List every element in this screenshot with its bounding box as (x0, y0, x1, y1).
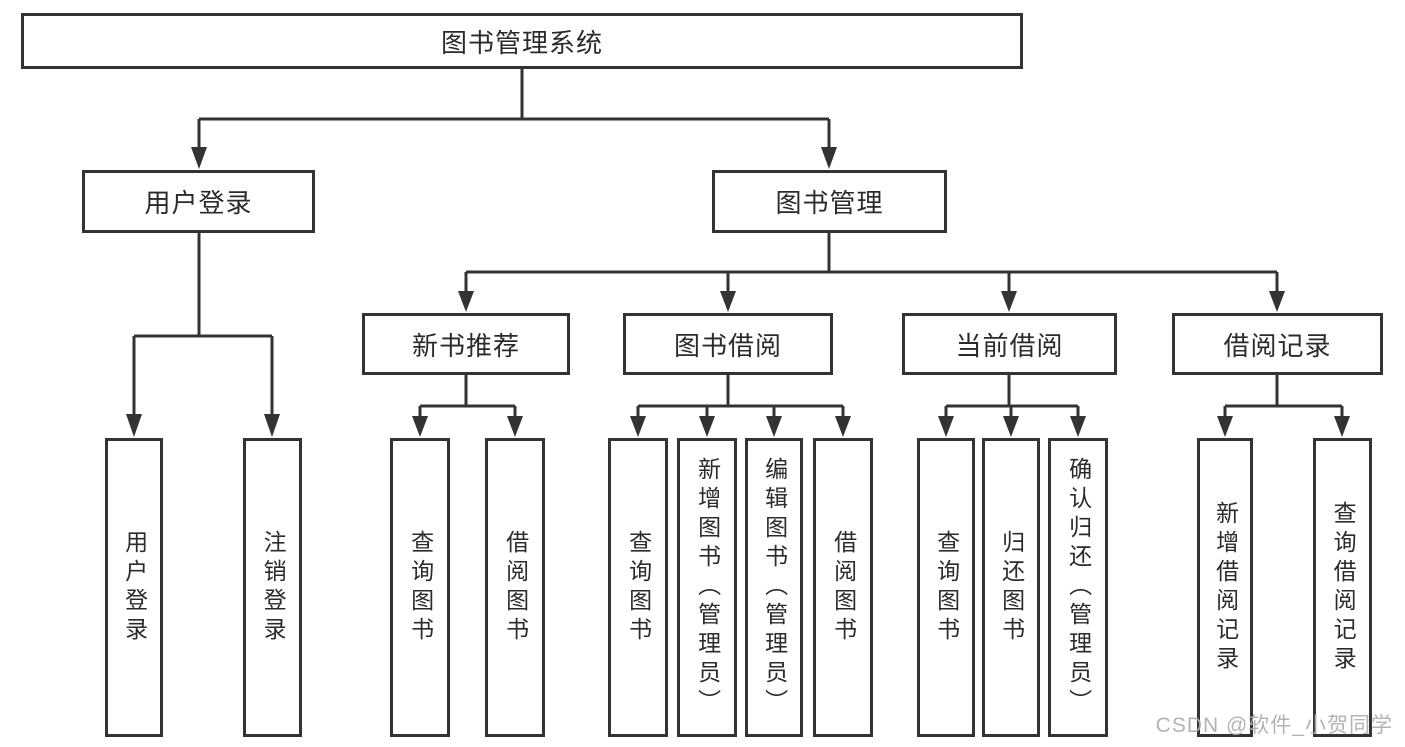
node-label: 借阅图书 (502, 529, 529, 646)
node-new-book-recommend: 新书推荐 (362, 313, 570, 375)
node-label: 图书管理系统 (440, 27, 603, 58)
leaf-query-books-borrow: 查询图书 (608, 438, 668, 737)
node-label: 归还图书 (998, 529, 1025, 646)
leaf-add-book-admin: 新增图书（管理员） (677, 438, 737, 737)
node-label: 新增借阅记录 (1212, 500, 1239, 675)
node-label: 查询图书 (625, 529, 652, 646)
node-label: 借阅记录 (1223, 330, 1332, 361)
node-label: 图书借阅 (673, 330, 782, 361)
node-user-login: 用户登录 (82, 170, 315, 233)
leaf-query-books-recommend: 查询图书 (390, 438, 450, 737)
node-book-management: 图书管理 (712, 170, 947, 233)
node-label: 查询图书 (933, 529, 960, 646)
node-label: 查询借阅记录 (1330, 500, 1357, 675)
node-root: 图书管理系统 (21, 13, 1023, 69)
leaf-edit-book-admin: 编辑图书（管理员） (745, 438, 803, 737)
node-label: 用户登录 (144, 188, 253, 218)
node-label: 用户登录 (121, 529, 148, 646)
leaf-add-borrow-record: 新增借阅记录 (1197, 438, 1253, 737)
leaf-confirm-return-admin: 确认归还（管理员） (1048, 438, 1108, 737)
csdn-watermark: CSDN @软件_小贺同学 (1155, 714, 1393, 737)
node-label: 当前借阅 (955, 330, 1064, 361)
node-label: 新增图书（管理员） (694, 457, 721, 718)
leaf-borrow-books-recommend: 借阅图书 (485, 438, 545, 737)
node-label: 借阅图书 (830, 529, 857, 646)
leaf-logout-login: 注销登录 (243, 438, 302, 737)
node-label: 图书管理 (775, 188, 884, 218)
leaf-query-borrow-record: 查询借阅记录 (1313, 438, 1372, 737)
node-borrow-records: 借阅记录 (1172, 313, 1383, 375)
node-current-borrow: 当前借阅 (902, 313, 1117, 375)
node-label: 查询图书 (407, 529, 434, 646)
node-label: 注销登录 (260, 529, 287, 646)
node-label: 确认归还（管理员） (1065, 457, 1092, 718)
leaf-return-books: 归还图书 (982, 438, 1040, 737)
node-label: 新书推荐 (411, 330, 520, 361)
node-label: 编辑图书（管理员） (761, 457, 788, 718)
node-book-borrow: 图书借阅 (623, 313, 833, 375)
leaf-user-login: 用户登录 (105, 438, 163, 737)
leaf-query-books-current: 查询图书 (917, 438, 975, 737)
leaf-borrow-books-2: 借阅图书 (813, 438, 873, 737)
